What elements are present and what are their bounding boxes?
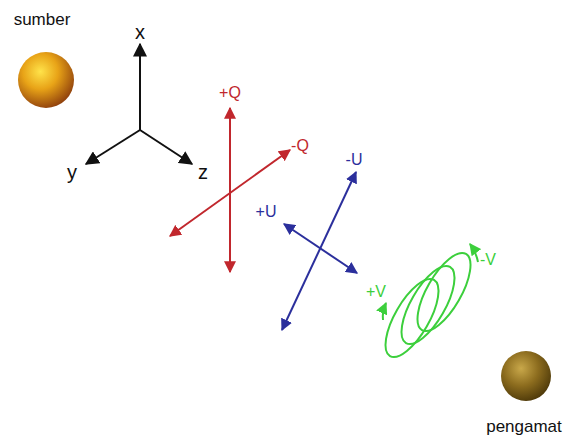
stokes-label: +U — [256, 204, 277, 220]
q-polarization — [170, 108, 290, 272]
stokes-label: -U — [346, 152, 363, 168]
axis-label: y — [67, 162, 77, 182]
stokes-label: -Q — [291, 138, 309, 154]
observer-label: pengamat — [486, 418, 562, 435]
source-sphere — [18, 52, 74, 108]
observer-sphere — [501, 351, 551, 401]
axis-label: x — [135, 22, 145, 42]
axes — [86, 44, 192, 164]
source-label: sumber — [14, 11, 71, 28]
stokes-label: -V — [480, 252, 496, 268]
u-polarization — [282, 172, 357, 330]
stokes-label: +Q — [219, 85, 241, 101]
v-polarization — [375, 244, 480, 365]
axis-label: z — [198, 162, 208, 182]
stokes-label: +V — [366, 284, 386, 300]
